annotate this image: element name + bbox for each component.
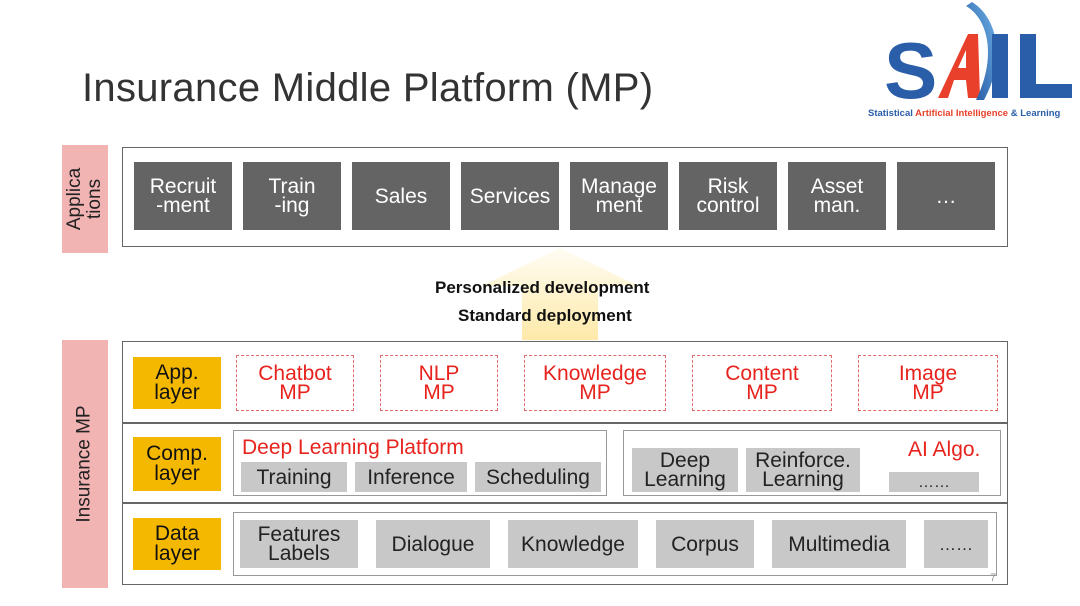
app-management: Manage ment [570,162,668,230]
app-sales: Sales [352,162,450,230]
ai-reinforcement-learning: Reinforce. Learning [746,448,860,492]
image-mp: Image MP [858,355,998,411]
app-risk-control: Risk control [679,162,777,230]
data-corpus: Corpus [656,520,754,568]
applications-side-label: Applica tions [62,145,108,253]
app-recruitment: Recruit -ment [134,162,232,230]
ai-more: …… [889,472,979,492]
logo-tagline: Statistical Artificial Intelligence & Le… [868,108,1061,119]
dl-scheduling: Scheduling [475,462,601,492]
arrow-label-standard: Standard deployment [458,306,632,325]
dl-training: Training [241,462,347,492]
svg-text:S: S [884,26,937,115]
dl-inference: Inference [355,462,467,492]
content-mp: Content MP [692,355,832,411]
data-dialogue: Dialogue [376,520,490,568]
page-title: Insurance Middle Platform (MP) [82,66,654,110]
comp-layer-label: Comp. layer [133,437,221,491]
app-layer-label: App. layer [133,357,221,409]
app-more: … [897,162,995,230]
page-number: 7 [990,572,997,584]
chatbot-mp: Chatbot MP [236,355,354,411]
arrow-label-personalized: Personalized development [435,278,650,297]
app-asset-management: Asset man. [788,162,886,230]
data-knowledge: Knowledge [508,520,638,568]
sail-logo: S [884,2,1072,115]
dl-platform-title: Deep Learning Platform [242,436,464,459]
insurance-mp-side-label: Insurance MP [62,340,108,588]
data-features-labels: Features Labels [240,520,358,568]
data-layer-label: Data layer [133,518,221,570]
data-more: …… [924,520,988,568]
knowledge-mp: Knowledge MP [524,355,666,411]
app-training: Train -ing [243,162,341,230]
ai-deep-learning: Deep Learning [632,448,738,492]
data-multimedia: Multimedia [772,520,906,568]
app-services: Services [461,162,559,230]
up-arrow [482,248,638,340]
nlp-mp: NLP MP [380,355,498,411]
ai-algo-title: AI Algo. [908,438,981,461]
